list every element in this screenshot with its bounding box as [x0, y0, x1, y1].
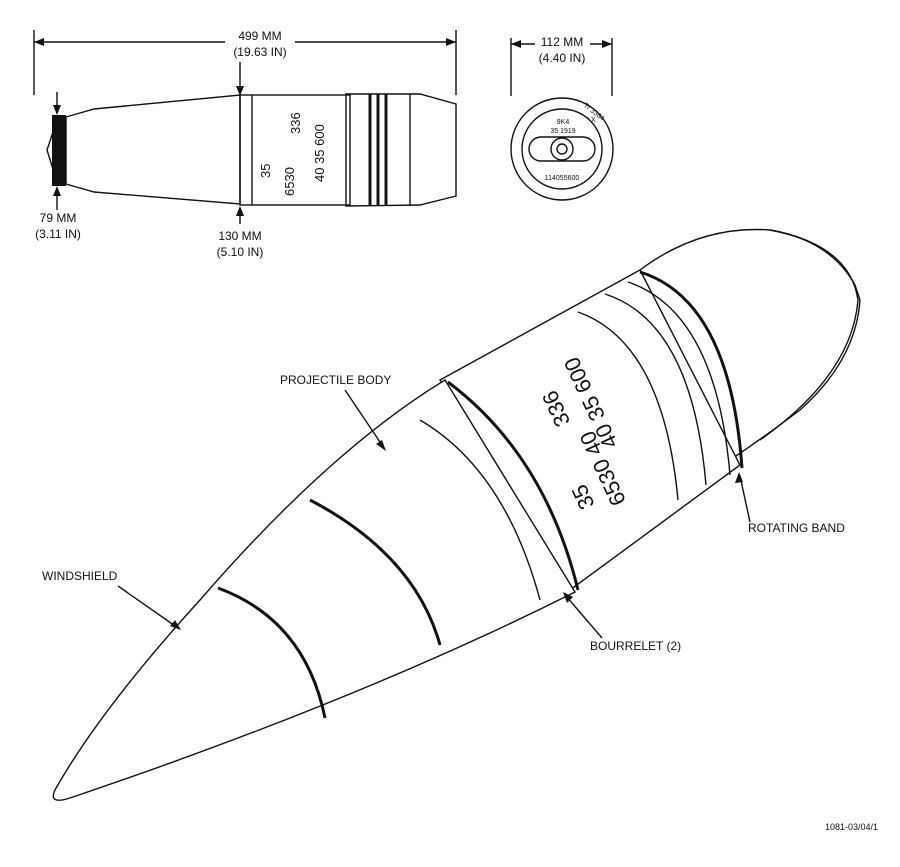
arrowhead-bourrelet-bottom	[236, 206, 244, 216]
body-marking-336: 336	[288, 112, 303, 134]
diameter-in-label: (4.40 IN)	[539, 51, 586, 65]
arrowhead-tip-top	[53, 105, 61, 115]
arrowhead-diameter-left	[511, 40, 521, 48]
ogive-iso	[52, 379, 576, 801]
arrowhead-right	[446, 38, 456, 46]
arrowhead-bourrelet-top	[236, 86, 244, 96]
base-primer-center	[556, 143, 568, 155]
isometric-view: 336 40 35 600 35 6530 40 PROJECTILE BODY…	[42, 228, 861, 801]
ogive-ring-arc	[309, 498, 442, 646]
base-rim-iso	[759, 229, 859, 441]
base-marking-35-1919: 35 1919	[550, 128, 575, 135]
arrowhead-left	[34, 38, 44, 46]
arrowhead-bourrelet	[563, 592, 573, 603]
bourrelet-arc-inner	[419, 419, 541, 601]
arrowhead-projectile-body	[376, 440, 386, 451]
base-primer	[550, 137, 574, 161]
callout-rotating-band: ROTATING BAND	[748, 521, 845, 535]
body-arc-iso	[577, 311, 679, 501]
ogive-side	[65, 94, 241, 205]
tip-mm-label: 79 MM	[40, 211, 77, 225]
arrowhead-rotating-band	[735, 472, 743, 483]
figure-id: 1081-03/04/1	[825, 822, 878, 832]
body-marking-6530: 6530	[282, 167, 297, 196]
leader-windshield	[117, 585, 179, 629]
body-marking-40-35-600: 40 35 600	[312, 124, 327, 182]
base-marking-9k4: 9K4	[557, 119, 570, 126]
length-mm-label: 499 MM	[238, 29, 281, 43]
rotating-band-arc-1	[639, 270, 744, 469]
windshield-arc	[217, 586, 327, 719]
base-marking-x: X	[591, 117, 596, 124]
leader-rotating-band	[739, 475, 751, 523]
arrowhead-windshield	[170, 620, 181, 630]
arrowhead-diameter-right	[602, 40, 612, 48]
leader-projectile-body	[344, 389, 385, 449]
leader-bourrelet	[565, 595, 603, 639]
arrowhead-tip-bottom	[53, 186, 61, 196]
callout-windshield: WINDSHIELD	[42, 569, 118, 583]
body-side	[239, 94, 351, 206]
rotating-band-arc-3	[604, 293, 707, 486]
callout-bourrelet: BOURRELET (2)	[590, 639, 681, 653]
base-side	[345, 93, 457, 207]
body-marking-35: 35	[258, 164, 273, 178]
length-in-label: (19.63 IN)	[233, 45, 286, 59]
rotating-band-arc-2	[627, 281, 731, 476]
base-fuze-slot	[528, 136, 596, 162]
bourrelet-in-label: (5.10 IN)	[217, 245, 264, 259]
bourrelet-arc-front	[447, 380, 580, 591]
body-marking-right: 336 40 35 600	[288, 112, 327, 182]
base-view: 112 MM (4.40 IN) 9K4 X 35 1919 Tr 3364 1…	[510, 35, 614, 201]
base-marking-serial: 114055600	[545, 175, 580, 182]
callout-projectile-body: PROJECTILE BODY	[280, 373, 391, 387]
base-outer-circle	[510, 97, 614, 201]
diameter-mm-label: 112 MM	[541, 35, 583, 49]
fuze-band-side	[52, 115, 66, 186]
body-marking-left: 35 6530	[258, 164, 297, 196]
tip-in-label: (3.11 IN)	[35, 227, 81, 241]
bourrelet-mm-label: 130 MM	[218, 229, 261, 243]
side-view: 499 MM (19.63 IN) 35 6530 336 40 35 600 …	[33, 29, 457, 259]
base-inner-circle	[521, 108, 603, 190]
